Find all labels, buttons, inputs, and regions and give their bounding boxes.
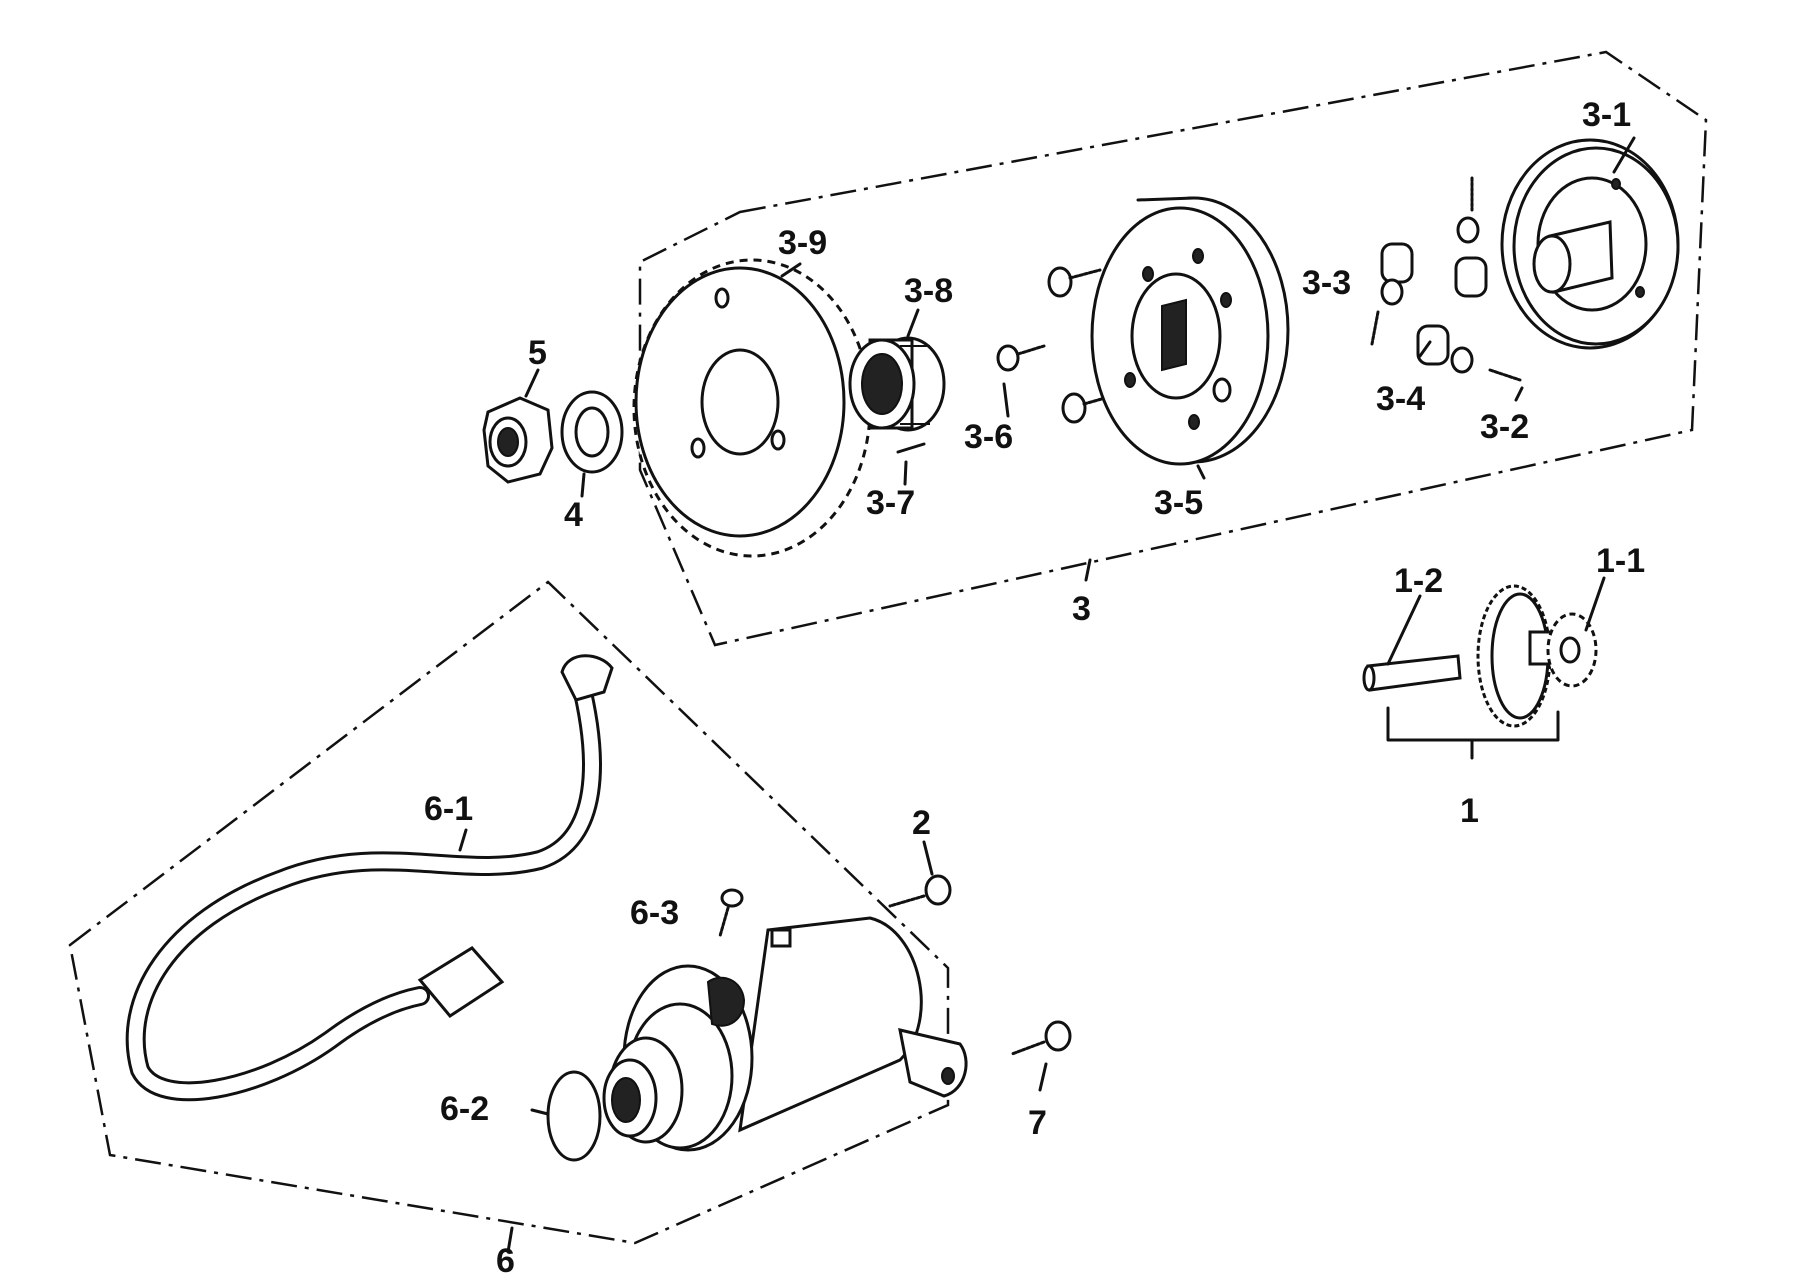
one-way-clutch-part-3-5 bbox=[1090, 196, 1290, 466]
label-3-5: 3-5 bbox=[1154, 484, 1203, 522]
leader-lines bbox=[458, 136, 1636, 1254]
label-3-4: 3-4 bbox=[1376, 380, 1425, 418]
large-gear-part-3-9 bbox=[632, 258, 872, 558]
label-6-1: 6-1 bbox=[424, 790, 473, 828]
label-1-2: 1-2 bbox=[1394, 562, 1443, 600]
bolt-part-2 bbox=[888, 874, 952, 908]
label-6-3: 6-3 bbox=[630, 894, 679, 932]
bolt-part-3-6 bbox=[996, 344, 1046, 372]
clutch-bolt-upper bbox=[1047, 266, 1102, 298]
idle-gear-shaft-part-1-2 bbox=[1362, 654, 1462, 692]
pin-part-3-7 bbox=[896, 442, 926, 454]
label-3: 3 bbox=[1072, 590, 1091, 628]
washer-part-4 bbox=[560, 390, 624, 474]
o-ring-part-6-2 bbox=[546, 1070, 602, 1162]
label-1-1: 1-1 bbox=[1596, 542, 1645, 580]
starter-motor-part-6 bbox=[602, 916, 968, 1152]
label-1: 1 bbox=[1460, 792, 1479, 830]
label-3-2: 3-2 bbox=[1480, 408, 1529, 446]
group-3-outline bbox=[638, 50, 1708, 647]
label-5: 5 bbox=[528, 334, 547, 372]
group-6-outline bbox=[68, 580, 950, 1245]
bearing-part-3-8 bbox=[848, 336, 946, 432]
bolt-part-6-3 bbox=[718, 888, 744, 938]
rollers-and-springs-parts-3-2-3-4 bbox=[1370, 176, 1522, 382]
starter-cable-part-6-1 bbox=[125, 654, 614, 1102]
label-3-8: 3-8 bbox=[904, 272, 953, 310]
label-3-3: 3-3 bbox=[1302, 264, 1351, 302]
label-3-9: 3-9 bbox=[778, 224, 827, 262]
label-3-7: 3-7 bbox=[866, 484, 915, 522]
label-6: 6 bbox=[496, 1242, 515, 1280]
label-3-1: 3-1 bbox=[1582, 96, 1631, 134]
nut-part-5 bbox=[482, 396, 554, 484]
label-6-2: 6-2 bbox=[440, 1090, 489, 1128]
bolt-part-7 bbox=[1010, 1020, 1072, 1056]
label-2: 2 bbox=[912, 804, 931, 842]
starter-idle-gear-part-1-1 bbox=[1476, 584, 1598, 728]
flange-part-3-1 bbox=[1500, 138, 1680, 350]
label-4: 4 bbox=[564, 496, 583, 534]
label-7: 7 bbox=[1028, 1104, 1047, 1142]
label-3-6: 3-6 bbox=[964, 418, 1013, 456]
